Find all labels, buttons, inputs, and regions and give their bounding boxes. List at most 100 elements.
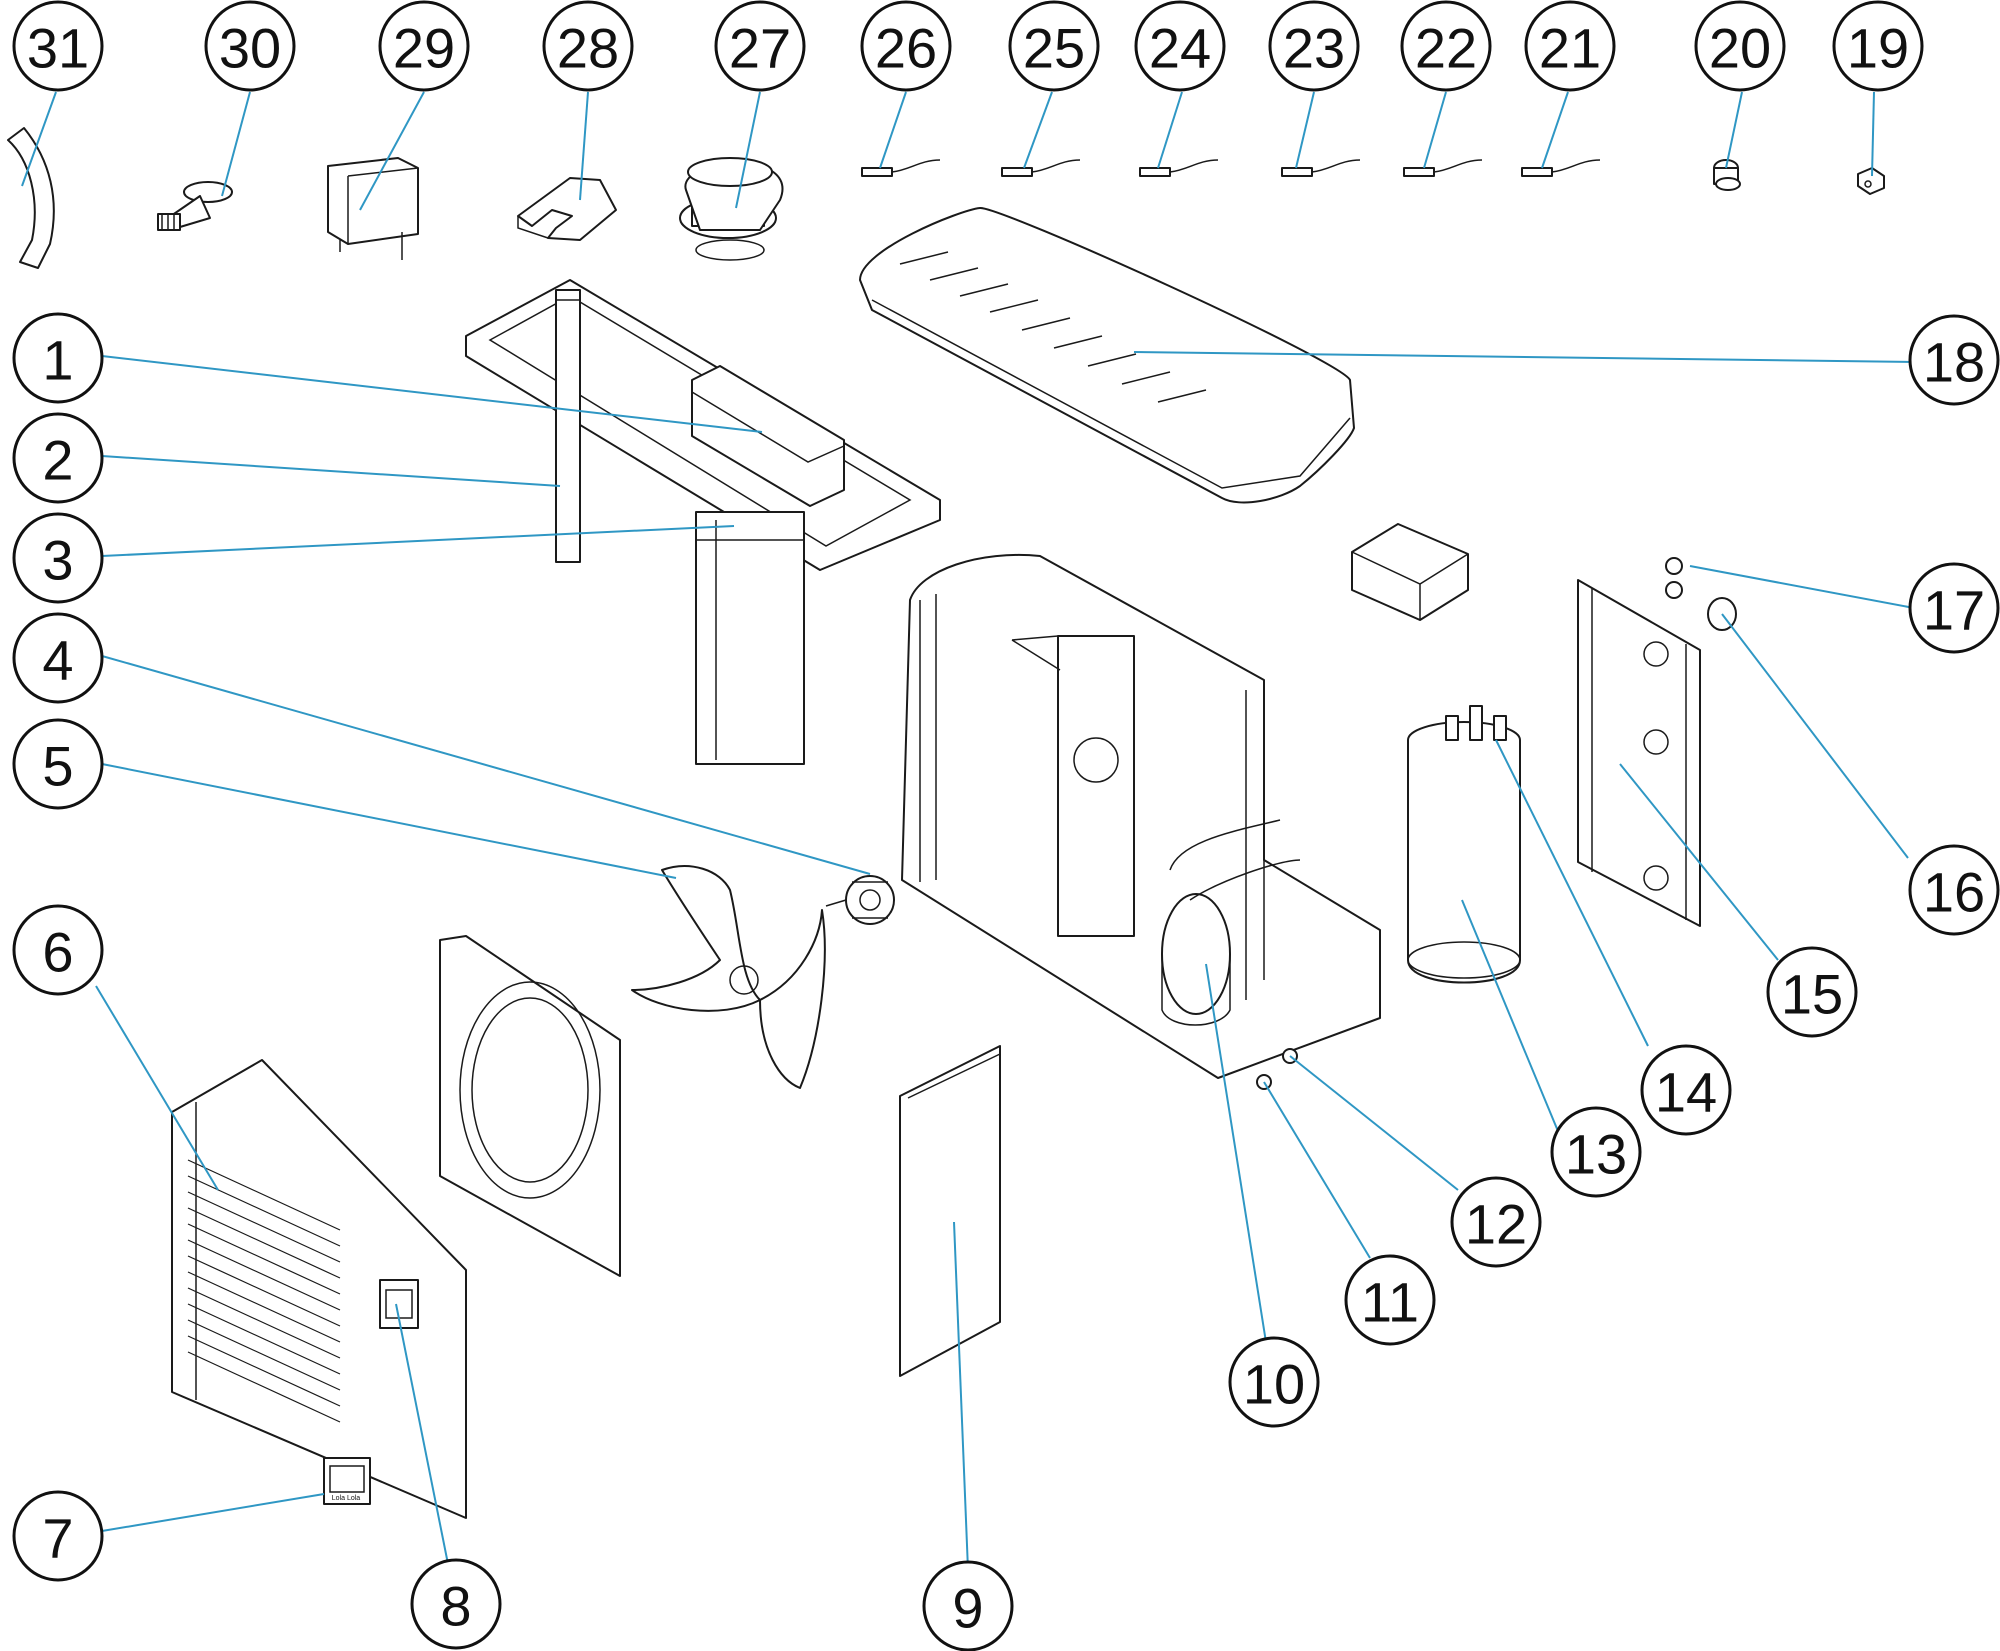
callout-number: 19 xyxy=(1847,17,1909,80)
callout-number: 7 xyxy=(42,1507,73,1570)
front-panel-display-text: Lola Lola xyxy=(332,1495,361,1502)
part-21-sensor xyxy=(1521,159,1601,177)
callout-circle xyxy=(1640,1044,1732,1136)
callout-3: 3 xyxy=(12,512,104,604)
callout-7: 7 xyxy=(12,1490,104,1582)
part-27-fan-housing xyxy=(679,157,784,261)
callout-14: 14 xyxy=(1640,1044,1732,1136)
callout-circle xyxy=(1344,1254,1436,1346)
callout-number: 24 xyxy=(1149,17,1211,80)
callout-number: 1 xyxy=(42,329,73,392)
callout-29: 29 xyxy=(378,0,470,92)
callout-number: 4 xyxy=(42,629,73,692)
callout-13: 13 xyxy=(1550,1106,1642,1198)
callout-number: 22 xyxy=(1415,17,1477,80)
callout-circle xyxy=(410,1558,502,1650)
callout-circle xyxy=(12,412,104,504)
callout-number: 28 xyxy=(557,17,619,80)
callout-5: 5 xyxy=(12,718,104,810)
callout-circle xyxy=(542,0,634,92)
part-15-rear-panel xyxy=(1577,579,1701,927)
callout-circle xyxy=(12,1490,104,1582)
callout-9: 9 xyxy=(922,1560,1014,1651)
callout-6: 6 xyxy=(12,904,104,996)
part-4-fan-motor xyxy=(825,875,895,925)
part-1-3-frame xyxy=(465,279,941,765)
callout-number: 30 xyxy=(219,17,281,80)
callout-number: 31 xyxy=(27,17,89,80)
callout-23: 23 xyxy=(1268,0,1360,92)
callout-circle xyxy=(1908,562,2000,654)
callout-8: 8 xyxy=(410,1558,502,1650)
callout-circle xyxy=(12,512,104,604)
part-24-sensor xyxy=(1139,159,1219,177)
front-grille xyxy=(187,1159,341,1423)
callout-circle xyxy=(12,612,104,704)
callout-number: 18 xyxy=(1923,331,1985,394)
callout-circle xyxy=(1832,0,1924,92)
callout-number: 21 xyxy=(1539,17,1601,80)
callout-number: 23 xyxy=(1283,17,1345,80)
callout-27: 27 xyxy=(714,0,806,92)
callout-20: 20 xyxy=(1694,0,1786,92)
electrical-box xyxy=(1351,523,1469,621)
callout-12: 12 xyxy=(1450,1176,1542,1268)
callout-circle xyxy=(1228,1336,1320,1428)
callout-circle xyxy=(1908,844,2000,936)
part-5-fan-blade xyxy=(631,865,826,1089)
callout-number: 6 xyxy=(42,921,73,984)
callout-19: 19 xyxy=(1832,0,1924,92)
callout-26: 26 xyxy=(860,0,952,92)
callout-25: 25 xyxy=(1008,0,1100,92)
part-19-block xyxy=(1857,167,1885,195)
callout-number: 12 xyxy=(1465,1193,1527,1256)
callout-circle xyxy=(378,0,470,92)
callout-circle xyxy=(922,1560,1014,1651)
part-31-hose xyxy=(7,127,55,269)
callout-10: 10 xyxy=(1228,1336,1320,1428)
callout-11: 11 xyxy=(1344,1254,1436,1346)
callout-31: 31 xyxy=(12,0,104,92)
part-22-sensor xyxy=(1403,159,1483,177)
callout-number: 15 xyxy=(1781,963,1843,1026)
part-13-14-tank xyxy=(1407,705,1521,984)
callout-1: 1 xyxy=(12,312,104,404)
part-9-side-panel xyxy=(899,1045,1001,1377)
callout-circle xyxy=(12,718,104,810)
part-28-foam-pad xyxy=(517,177,617,241)
part-26-sensor xyxy=(861,159,941,177)
callout-number: 17 xyxy=(1923,579,1985,642)
callout-number: 2 xyxy=(42,429,73,492)
callout-15: 15 xyxy=(1766,946,1858,1038)
callout-number: 10 xyxy=(1243,1353,1305,1416)
part-25-sensor xyxy=(1001,159,1081,177)
callout-18: 18 xyxy=(1908,314,2000,406)
callout-number: 14 xyxy=(1655,1061,1717,1124)
callout-circle xyxy=(12,312,104,404)
part-23-sensor xyxy=(1281,159,1361,177)
callout-number: 26 xyxy=(875,17,937,80)
callout-30: 30 xyxy=(204,0,296,92)
callout-circle xyxy=(714,0,806,92)
part-6-front-panel: Lola Lola xyxy=(171,1059,467,1519)
orifice-panel xyxy=(439,935,621,1277)
callout-24: 24 xyxy=(1134,0,1226,92)
callout-2: 2 xyxy=(12,412,104,504)
callout-number: 20 xyxy=(1709,17,1771,80)
callout-circle xyxy=(1524,0,1616,92)
callout-circle xyxy=(1400,0,1492,92)
callout-number: 5 xyxy=(42,735,73,798)
callout-circle xyxy=(1134,0,1226,92)
callout-17: 17 xyxy=(1908,562,2000,654)
callout-21: 21 xyxy=(1524,0,1616,92)
callout-circle xyxy=(860,0,952,92)
leader-lines xyxy=(21,91,1915,1571)
callout-circle xyxy=(12,0,104,92)
callout-circle xyxy=(1268,0,1360,92)
callout-number: 29 xyxy=(393,17,455,80)
callout-number: 16 xyxy=(1923,861,1985,924)
callout-circle xyxy=(1008,0,1100,92)
callout-28: 28 xyxy=(542,0,634,92)
callout-circle xyxy=(1694,0,1786,92)
